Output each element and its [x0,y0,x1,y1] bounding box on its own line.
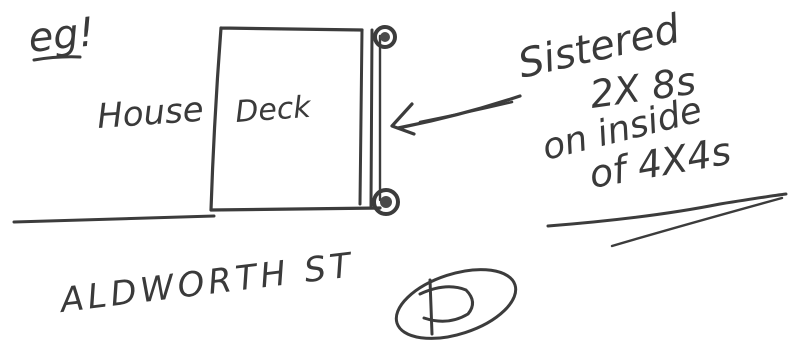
centerline-curve [420,287,473,321]
centerline-ellipse [388,256,524,344]
sistered-board-outer [371,30,372,206]
note-underline-swoosh [612,198,782,246]
post-bottom-fill [380,196,392,208]
eg-label: eg! [26,9,96,62]
house-label: House [96,90,205,137]
arrow-head [392,104,414,134]
post-top-fill [380,32,390,42]
note-underline [548,194,786,226]
arrow-shaft [398,96,520,128]
street-label: ALDWORTH ST [56,245,357,321]
property-line [14,216,214,222]
arrow-shaft-second [420,102,512,122]
deck-label: Deck [234,90,313,130]
deck-beam [360,30,362,204]
